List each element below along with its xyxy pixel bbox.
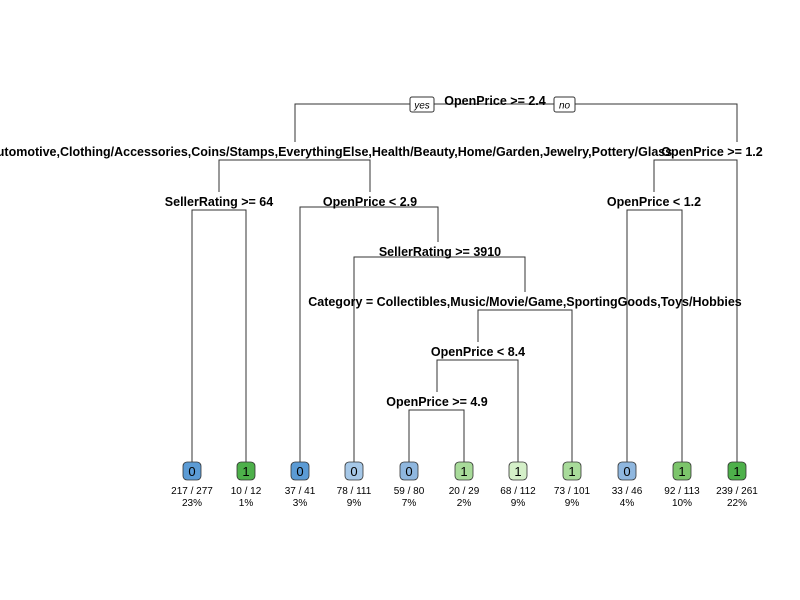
leaf-percent: 1% xyxy=(239,498,254,509)
split-openprice-ge-12: OpenPrice >= 1.2 xyxy=(661,145,762,159)
leaf-percent: 9% xyxy=(347,498,362,509)
leaf-count: 59 / 80 xyxy=(394,486,425,497)
leaf-box xyxy=(454,461,474,481)
leaf-count: 73 / 101 xyxy=(554,486,591,497)
leaf-percent: 9% xyxy=(511,498,526,509)
leaf-percent: 10% xyxy=(672,498,692,509)
leaf-count: 37 / 41 xyxy=(285,486,316,497)
leaf-percent: 2% xyxy=(457,498,472,509)
no-label: no xyxy=(559,101,571,112)
leaf-count: 68 / 112 xyxy=(500,486,536,497)
leaf-class: 1 xyxy=(460,464,467,479)
edge-openprice-lt-12 xyxy=(626,209,683,462)
split-category-right: Category = Collectibles,Music/Movie/Game… xyxy=(308,295,742,309)
split-sellerrating-64: SellerRating >= 64 xyxy=(165,195,273,209)
tree-edges xyxy=(191,103,738,462)
leaf-count: 33 / 46 xyxy=(612,486,643,497)
leaf-percent: 9% xyxy=(565,498,580,509)
edge-sellerrating-64 xyxy=(191,209,247,462)
leaf-box xyxy=(562,461,582,481)
leaf-box xyxy=(399,461,419,481)
edge-openprice-ge-49 xyxy=(408,409,465,462)
split-openprice-lt-29: OpenPrice < 2.9 xyxy=(323,195,417,209)
leaf-node: 0 33 / 464% xyxy=(612,461,643,509)
leaf-percent: 4% xyxy=(620,498,635,509)
leaf-class: 0 xyxy=(296,464,303,479)
leaf-node: 1 20 / 292% xyxy=(449,461,480,509)
yes-tag: yes xyxy=(409,96,435,113)
leaf-percent: 7% xyxy=(402,498,417,509)
edge-openprice-lt-29 xyxy=(299,206,439,462)
leaf-class: 1 xyxy=(678,464,685,479)
leaf-count: 217 / 277 xyxy=(171,486,213,497)
split-category-left: Category = Automotive,Clothing/Accessori… xyxy=(0,145,672,159)
edge-openprice-lt-84 xyxy=(436,359,519,462)
edge-category-left xyxy=(218,159,371,192)
leaf-node: 0 59 / 807% xyxy=(394,461,425,509)
leaf-count: 20 / 29 xyxy=(449,486,480,497)
split-root: OpenPrice >= 2.4 xyxy=(444,94,545,108)
edge-openprice-ge-12 xyxy=(653,159,738,462)
leaf-node: 1 10 / 121% xyxy=(231,461,262,509)
leaf-box xyxy=(236,461,256,481)
leaf-count: 78 / 111 xyxy=(337,486,372,497)
leaf-count: 92 / 113 xyxy=(664,486,700,497)
leaf-class: 1 xyxy=(733,464,740,479)
leaf-count: 10 / 12 xyxy=(231,486,262,497)
leaf-class: 0 xyxy=(623,464,630,479)
edge-root xyxy=(294,103,738,142)
split-sellerrating-3910: SellerRating >= 3910 xyxy=(379,245,501,259)
leaf-class: 1 xyxy=(514,464,521,479)
leaf-percent: 22% xyxy=(727,498,747,509)
leaf-class: 1 xyxy=(242,464,249,479)
leaf-box xyxy=(508,461,528,481)
edge-category-right xyxy=(477,309,573,462)
leaf-percent: 23% xyxy=(182,498,202,509)
leaf-class: 0 xyxy=(350,464,357,479)
split-openprice-lt-84: OpenPrice < 8.4 xyxy=(431,345,525,359)
leaf-count: 239 / 261 xyxy=(716,486,758,497)
split-labels: OpenPrice >= 2.4 Category = Automotive,C… xyxy=(0,94,763,409)
yes-label: yes xyxy=(413,101,430,112)
edge-sellerrating-3910 xyxy=(353,256,526,462)
leaf-box xyxy=(344,461,364,481)
leaf-percent: 3% xyxy=(293,498,308,509)
no-tag: no xyxy=(553,96,576,113)
leaf-box xyxy=(672,461,692,481)
leaf-box xyxy=(727,461,747,481)
leaf-box xyxy=(617,461,637,481)
leaf-class: 0 xyxy=(405,464,412,479)
leaf-box xyxy=(182,461,202,481)
split-openprice-ge-49: OpenPrice >= 4.9 xyxy=(386,395,487,409)
split-openprice-lt-12: OpenPrice < 1.2 xyxy=(607,195,701,209)
leaf-box xyxy=(290,461,310,481)
leaf-node: 0 37 / 413% xyxy=(285,461,316,509)
leaf-class: 0 xyxy=(188,464,195,479)
leaf-class: 1 xyxy=(568,464,575,479)
